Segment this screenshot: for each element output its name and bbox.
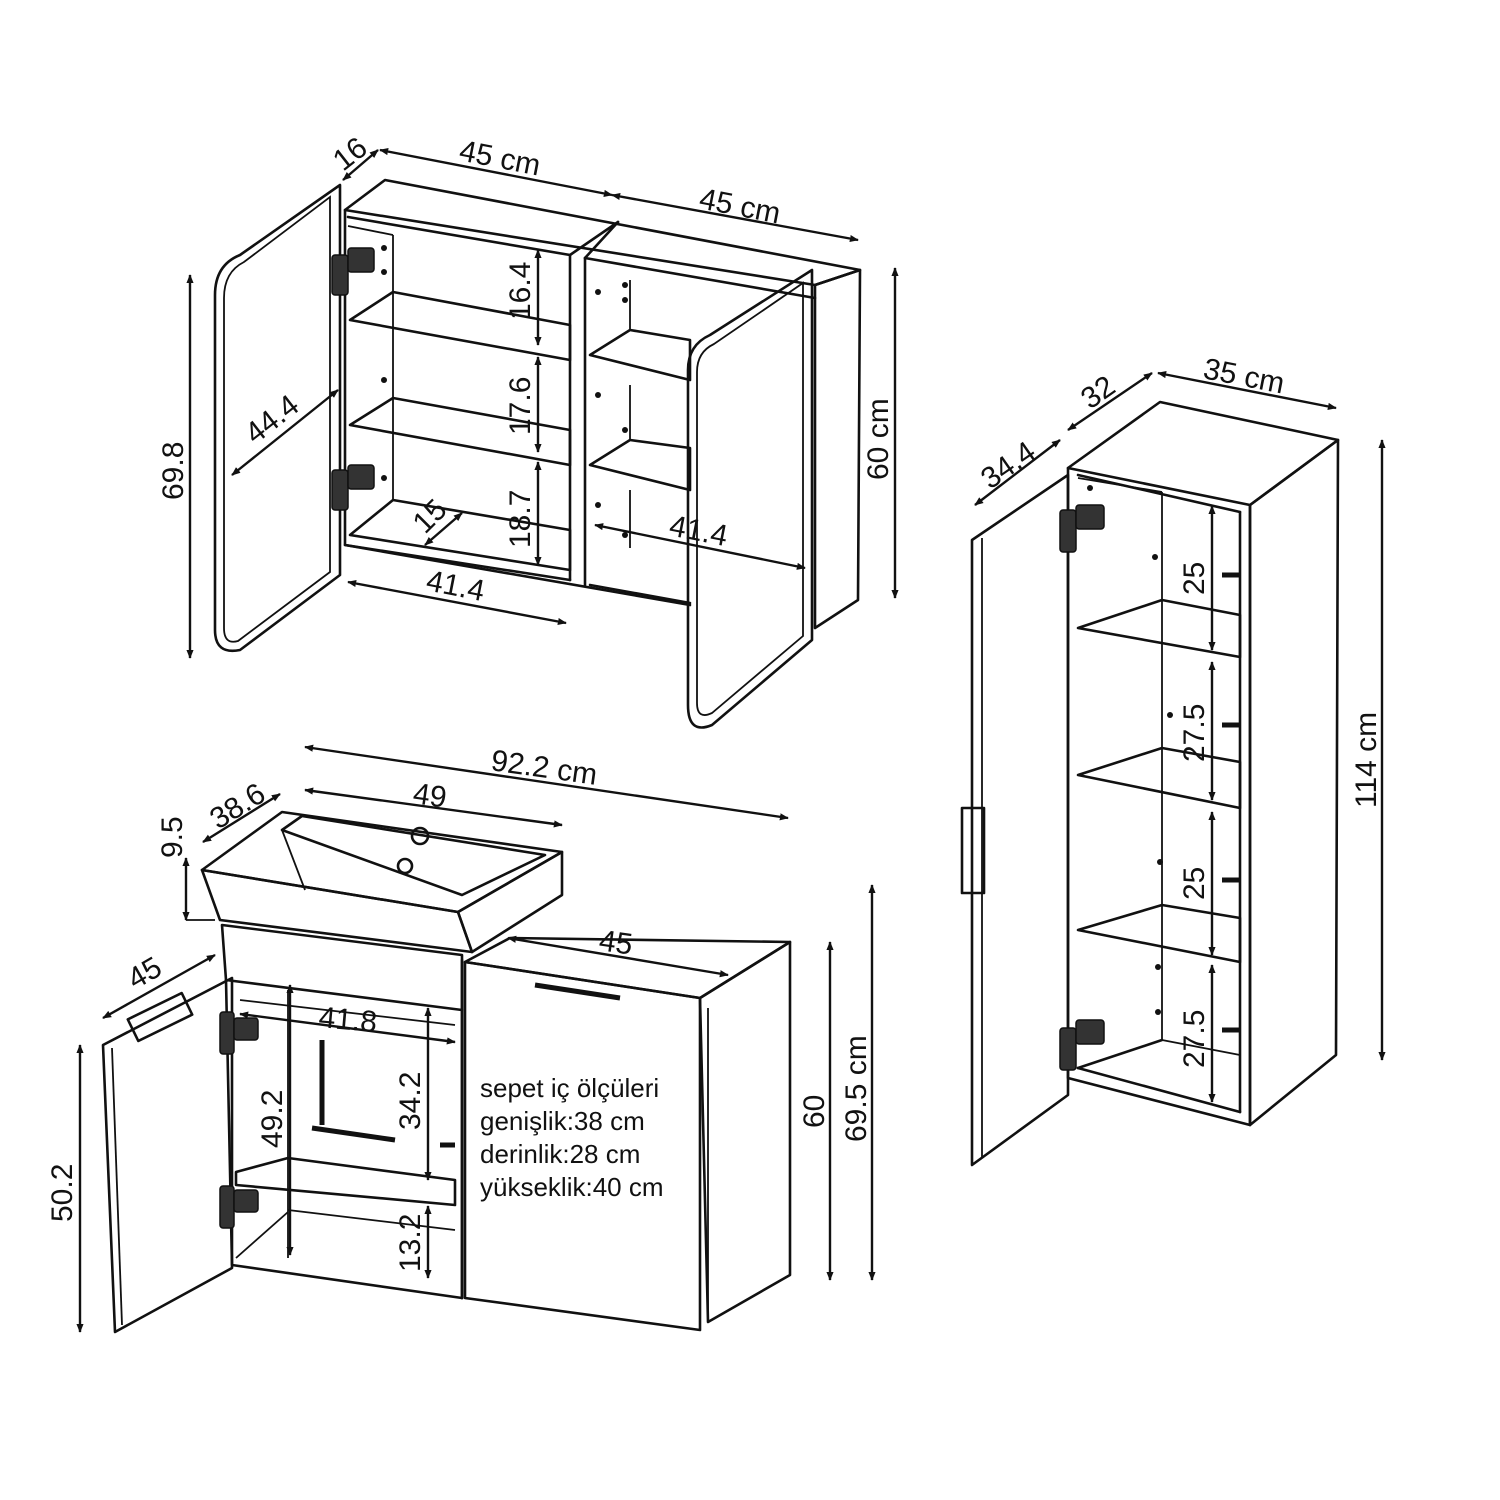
dim-inner-width-right: 41.4	[667, 509, 731, 553]
handle-icon	[960, 806, 986, 895]
hinge-icon	[219, 1185, 259, 1229]
drain-icon	[396, 857, 414, 875]
dim-width-left: 45 cm	[457, 134, 543, 182]
wall-cabinet-side	[813, 268, 862, 630]
vanity-dim-drawer-width: 45	[597, 924, 635, 961]
vanity-dim-sink-width: 49	[411, 777, 449, 814]
dim-inner-depth: 15	[407, 493, 454, 540]
tap-hole-icon	[410, 826, 430, 846]
hinge-icon	[331, 247, 375, 296]
tall-dim-height-total: 114 cm	[1350, 712, 1383, 808]
tall-cabinet: 34.4 32 35 cm 114 cm 25 27.5 25 27.5	[960, 352, 1386, 1167]
shelf-left-2	[348, 396, 572, 467]
tall-shelf-2	[1076, 746, 1242, 810]
vanity-dim-height-total: 69.5 cm	[840, 1035, 873, 1142]
vanity-dim-total-width: 92.2 cm	[489, 744, 599, 792]
tall-shelf-3	[1076, 903, 1242, 964]
tall-dim-shelf-2: 27.5	[1178, 704, 1211, 762]
hinge-icon	[1059, 1019, 1105, 1071]
dim-width-right: 45 cm	[697, 182, 783, 230]
basin-side	[456, 850, 564, 954]
basket-depth: derinlik:28 cm	[480, 1139, 640, 1169]
dim-inner-width-left: 41.4	[424, 564, 488, 608]
tall-door	[970, 473, 1070, 1167]
vanity-dim-door-height: 50.2	[46, 1164, 79, 1222]
dim-height-total: 60 cm	[862, 398, 895, 480]
tall-cabinet-side	[1248, 438, 1340, 1127]
tall-cabinet-top	[1066, 400, 1340, 507]
left-door	[213, 183, 342, 653]
vanity-dim-shelf-lower: 13.2	[394, 1214, 427, 1272]
vanity-door	[101, 976, 234, 1334]
dim-depth: 16	[327, 131, 374, 178]
shelf-left-1	[348, 290, 572, 362]
basin-rim	[200, 810, 564, 914]
basket-title: sepet iç ölçüleri	[480, 1073, 659, 1103]
vanity-dim-body-height: 60	[798, 1095, 831, 1128]
dim-door-height: 69.8	[157, 442, 190, 500]
vanity-dim-door-width: 45	[122, 951, 167, 996]
tall-dim-shelf-3: 25	[1178, 867, 1211, 900]
shelf-right-2	[588, 438, 692, 492]
hinge-icon	[219, 1011, 259, 1055]
basket-height: yükseklik:40 cm	[480, 1172, 664, 1202]
tall-dim-shelf-1: 25	[1178, 562, 1211, 595]
vanity-dim-shelf-upper: 34.2	[394, 1072, 427, 1130]
shelf-left-3	[348, 498, 572, 572]
wall-cabinet: 16 45 cm 45 cm 60 cm 69.8 44.4 16.4 17.6…	[157, 131, 899, 729]
hinge-icon	[1059, 504, 1105, 553]
shelf-right-1	[588, 328, 692, 382]
tall-dim-shelf-4: 27.5	[1178, 1010, 1211, 1068]
basket-width: genişlik:38 cm	[480, 1106, 645, 1136]
vanity-dim-sink-height: 9.5	[156, 816, 189, 858]
vanity-dim-inner-width: 41.8	[317, 1001, 378, 1039]
dim-door-width: 44.4	[239, 389, 305, 451]
dim-shelf-bottom: 18.7	[504, 490, 537, 548]
tall-dim-width: 35 cm	[1201, 352, 1287, 400]
tall-shelf-1	[1076, 598, 1242, 659]
handle-icon	[126, 991, 194, 1043]
tall-dim-door-width: 34.4	[975, 435, 1042, 496]
hinge-icon	[331, 464, 375, 511]
side-cabinet-front	[463, 960, 702, 1332]
dim-shelf-top: 16.4	[504, 262, 537, 320]
tall-dim-depth: 32	[1075, 370, 1121, 416]
vanity: 92.2 cm 49 38.6 9.5 45 50.2 41.8 49.2 34…	[46, 744, 876, 1334]
vanity-shelf	[234, 1156, 457, 1207]
vanity-dim-inner-height: 49.2	[256, 1090, 289, 1148]
dim-shelf-mid: 17.6	[504, 377, 537, 435]
right-door	[686, 268, 814, 729]
